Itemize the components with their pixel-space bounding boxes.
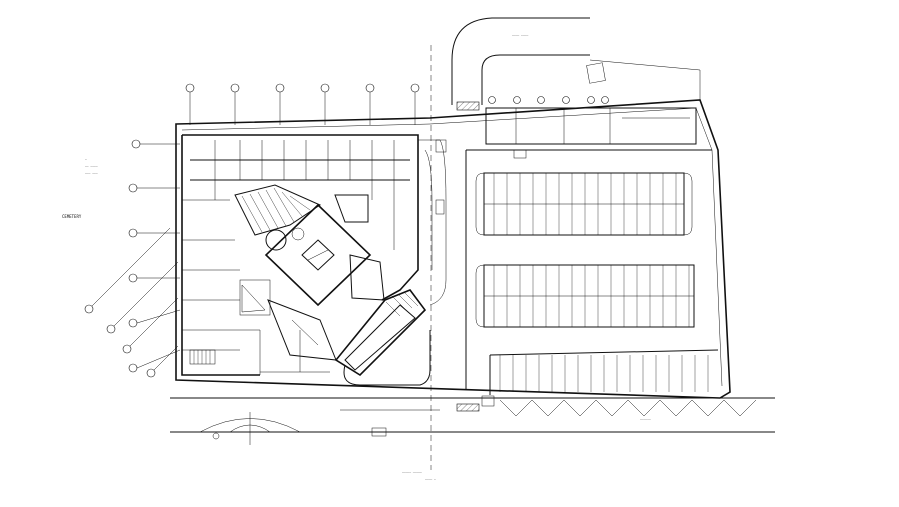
block-title-3: ——— ——— (85, 171, 98, 175)
grid-bubbles-right-top (488, 96, 609, 104)
grid-bubbles-top (185, 83, 420, 125)
site-boundary (175, 99, 731, 399)
service-block (485, 107, 697, 159)
parking-lot (465, 149, 719, 395)
central-atrium (234, 184, 385, 361)
access-road (451, 17, 701, 111)
caption-line-2: ———— — (425, 477, 436, 481)
bottom-road (170, 395, 775, 445)
parking-label: —————— (640, 417, 651, 421)
caption-line-1: ————— ————— (402, 470, 422, 474)
street-label: ———— ———— (512, 33, 528, 37)
drive-lane (418, 139, 447, 306)
side-label: CEMETERY (62, 214, 82, 219)
main-building (181, 134, 419, 376)
grid-bubbles-left (84, 139, 181, 378)
block-title-1: — (85, 157, 87, 161)
drawing-annotations: ———— ———— CEMETERY ————— ————— ———— — ——… (62, 33, 651, 481)
block-title-2: —— ———— (85, 164, 98, 168)
diagonal-entrance (334, 289, 431, 386)
parking-stalls (493, 173, 709, 392)
